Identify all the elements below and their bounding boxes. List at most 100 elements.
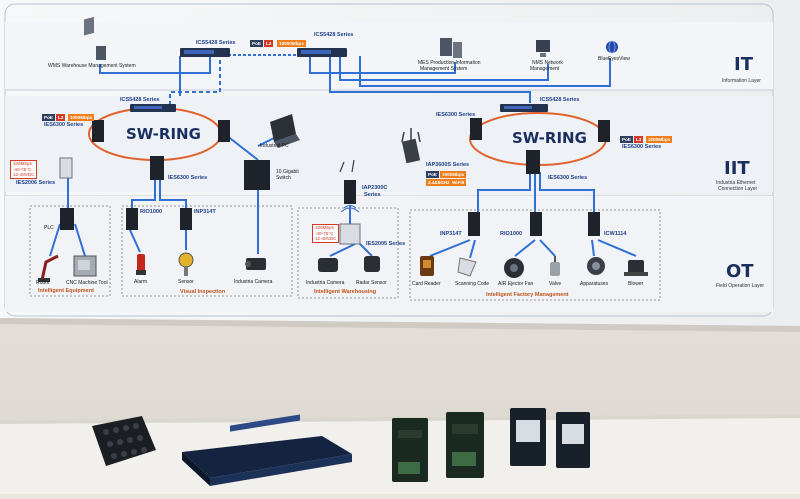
dashed-link xyxy=(169,60,221,104)
gigabit-label-1: 10 Gigabit xyxy=(276,169,299,175)
link-valve xyxy=(539,239,556,257)
factory-device: INP314T xyxy=(440,231,462,237)
core-switch-left xyxy=(180,48,230,57)
nms-label-2: Management xyxy=(530,66,560,72)
left-badge-l3: L3 xyxy=(56,114,66,121)
spec-line: 100Mbps xyxy=(315,225,334,230)
link-cnc xyxy=(74,223,86,257)
right-ap-label: IAP3600S Series xyxy=(426,162,470,168)
link-inp xyxy=(159,180,187,210)
access-point-icon xyxy=(401,128,421,164)
monitor-icon xyxy=(536,40,550,57)
core-switch-left-label: ICS5428 Series xyxy=(196,40,236,46)
vision-item: Alarm xyxy=(134,279,148,285)
section-box-vision xyxy=(121,205,293,297)
link-mes xyxy=(309,56,456,74)
right-badge-l3: L3 xyxy=(634,136,644,143)
factory-device: RIO1000 xyxy=(500,231,523,237)
section-box-warehouse xyxy=(297,207,399,299)
left-badge-speed: 1000Mbps xyxy=(68,114,95,121)
link-cam2 xyxy=(329,243,356,257)
product-rugged-switch xyxy=(92,416,156,466)
link-reader xyxy=(429,239,471,257)
right-ring-right-switch: IES6300 Series xyxy=(622,144,662,150)
left-ring-side-switch: IES6300 Series xyxy=(44,122,84,128)
link-robot xyxy=(49,223,61,257)
scanner-icon xyxy=(457,257,477,277)
switch-icon xyxy=(59,157,73,179)
card-reader-icon xyxy=(420,256,434,276)
mes-label-2: Management System xyxy=(420,66,468,72)
warehouse-edge-switch: IES2005 Series xyxy=(366,241,406,247)
din-devices xyxy=(59,118,610,245)
warehouse-section: Intelligent Warehousing xyxy=(314,289,377,295)
nms-label-1: NMS Network xyxy=(532,60,563,66)
icw-icon xyxy=(588,212,600,236)
warehouse-ap-series: Series xyxy=(364,192,381,198)
section-boxes xyxy=(29,205,661,301)
switch-icon xyxy=(598,120,610,142)
cnc-machine-icon xyxy=(73,255,97,277)
iit-layer-name-1: Industria Ethernet xyxy=(716,180,756,186)
link-blower xyxy=(597,239,637,257)
right-ring-top-switch: ICS5428 Series xyxy=(540,97,580,103)
it-layer-band xyxy=(5,22,773,90)
core-badge-l3: L3 xyxy=(264,40,274,47)
equipment-section: Intelligent Equipment xyxy=(38,288,94,294)
plc-icon xyxy=(60,208,74,230)
left-ring-top-switch: ICS5428 Series xyxy=(120,97,160,103)
valve-icon xyxy=(550,256,560,276)
equipment-item: CNC Machine Tool xyxy=(66,280,108,286)
left-ring-label: SW-RING xyxy=(126,125,201,143)
warehouse-item: Radar Sensor xyxy=(356,280,387,286)
camera-icon xyxy=(245,258,266,270)
factory-item: AIR Ejector Fan xyxy=(498,281,534,287)
ap-badge-speed: 1000Mbps xyxy=(440,171,467,178)
blueeyes-label: BlueEyesView xyxy=(598,56,630,62)
switch-icon xyxy=(92,120,104,142)
radar-sensor-icon xyxy=(364,256,380,272)
ot-layer-code: OT xyxy=(726,261,754,282)
ap-badge-poe: PoE xyxy=(426,171,439,178)
right-badge-poe: PoE xyxy=(620,136,633,143)
factory-item: Valve xyxy=(549,281,562,287)
iit-layer-name-2: Connection Layer xyxy=(718,186,758,192)
vision-device: INP314T xyxy=(194,209,216,215)
industrial-pc-label: Industrial PC xyxy=(260,143,289,149)
right-ring-label: SW-RING xyxy=(512,129,587,147)
factory-item: Scanning Code xyxy=(455,281,490,287)
product-din-switch xyxy=(392,418,428,482)
wms-label: WMS Warehouse Management System xyxy=(48,63,136,69)
inp-icon xyxy=(180,208,192,230)
link-blueeyes xyxy=(359,56,611,87)
ot-layer-band xyxy=(5,196,773,312)
it-layer-code: IT xyxy=(734,54,753,75)
right-ring-bottom-switch: IES6300 Series xyxy=(548,175,588,181)
spec-line: 12-48VDC xyxy=(315,236,337,242)
link-nms xyxy=(339,56,549,81)
gigabit-label-2: Switch xyxy=(276,175,291,181)
switch-icon xyxy=(150,156,164,180)
industrial-pc-icon xyxy=(270,114,300,148)
link-alarm xyxy=(129,229,141,253)
factory-item: Apparatuses xyxy=(580,281,609,287)
ap-badge-wifi: WiFi6 xyxy=(450,179,467,186)
switch-icon xyxy=(339,223,361,245)
link-core-right xyxy=(329,56,531,103)
link-wms xyxy=(99,56,211,74)
factory-item: Card Reader xyxy=(412,281,441,287)
sensor-icon xyxy=(178,252,194,276)
poster-shadow xyxy=(0,318,800,332)
warehouse-ap-label: IAP2300C xyxy=(362,185,388,191)
vision-camera: Industria Camera xyxy=(234,279,273,285)
it-layer-name: Information Layer xyxy=(722,78,761,84)
spec-line: -40-75°C xyxy=(315,230,334,236)
warehouse-specs: 100Mbps -40-75°C 12-48VDC xyxy=(312,224,340,243)
switch-icon xyxy=(470,118,482,140)
core-badge-speed: 10000Mbps xyxy=(277,40,306,47)
vision-section: Visual Inspection xyxy=(180,289,226,295)
gigabit-switch-icon xyxy=(244,160,270,190)
spec-line: 100Mbps xyxy=(13,161,32,166)
switch-icon xyxy=(218,120,230,142)
